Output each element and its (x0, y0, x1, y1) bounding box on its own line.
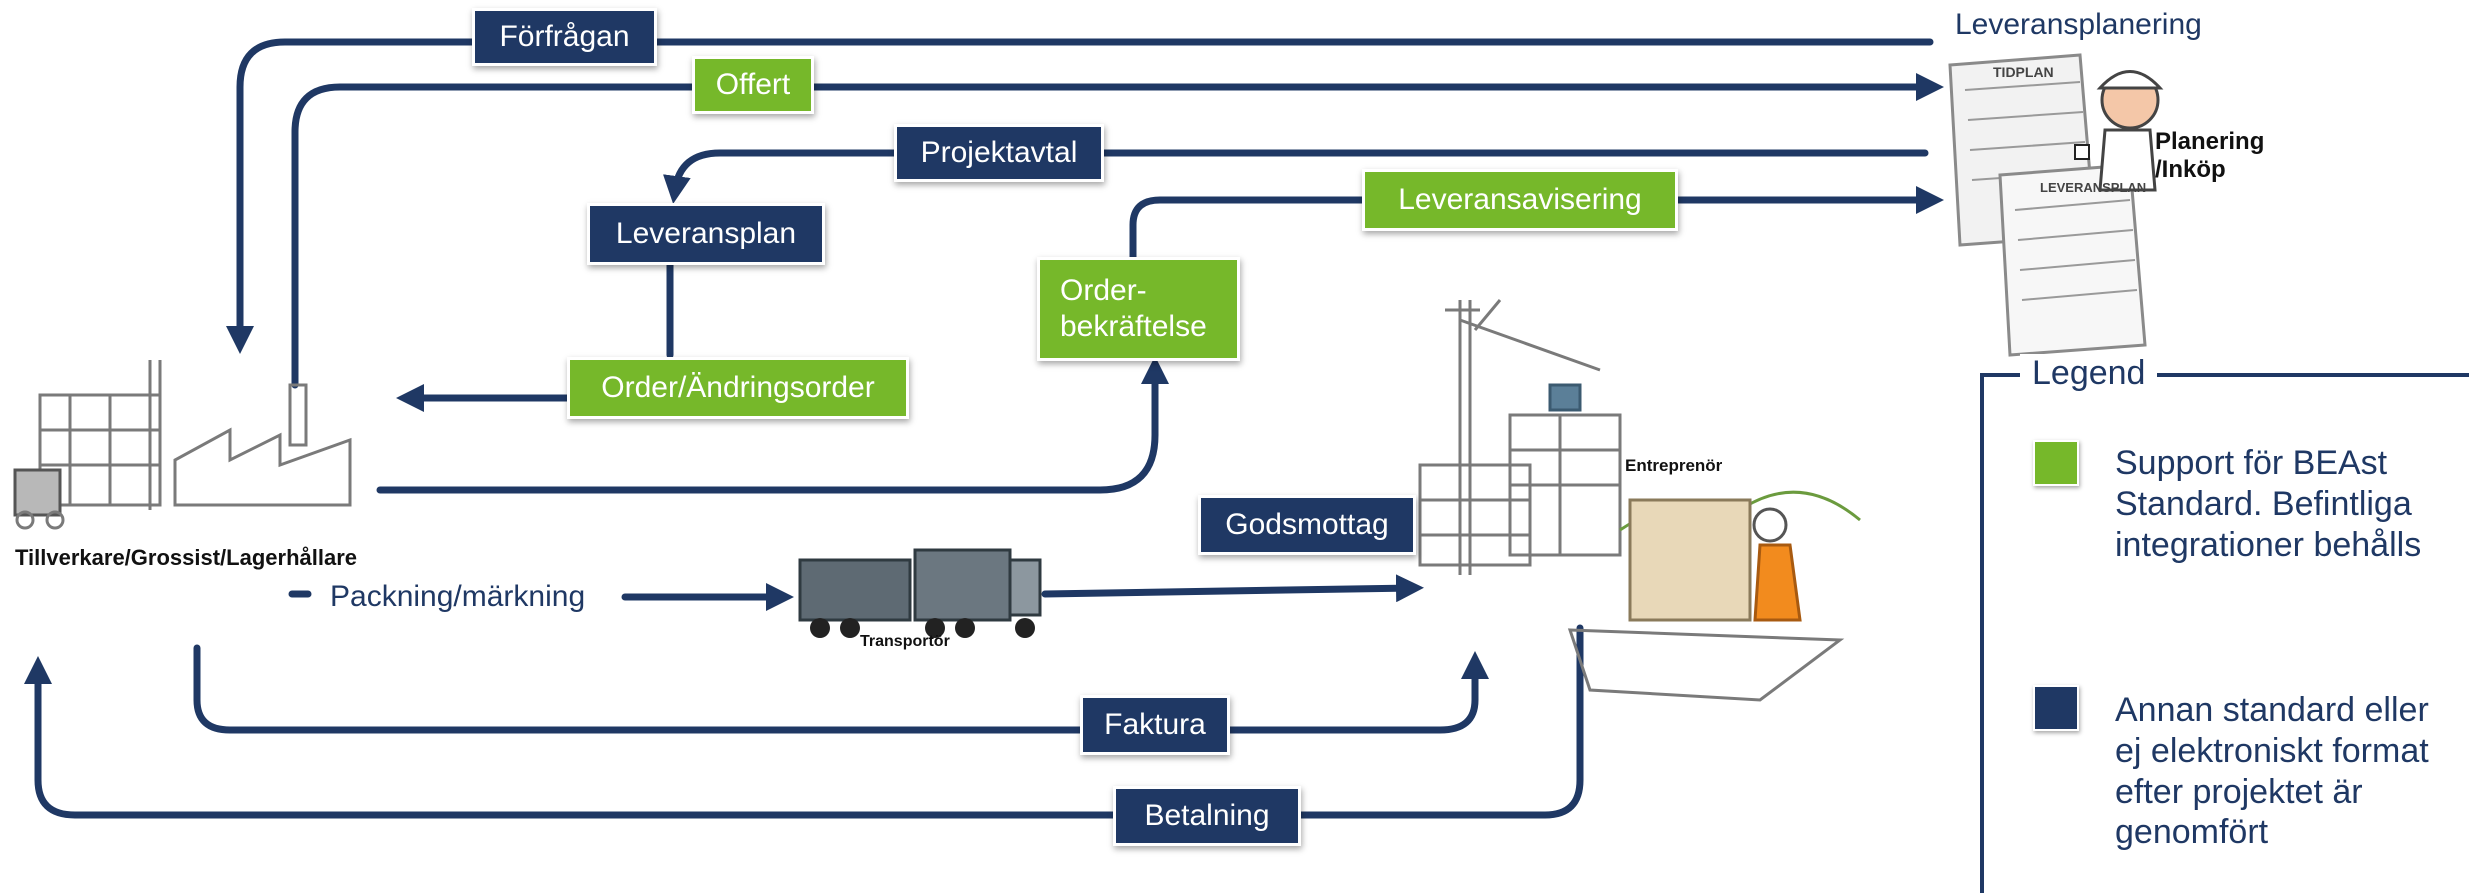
forfragan-label: Förfrågan (472, 8, 657, 66)
truck-illustration (798, 548, 1042, 638)
forfragan-arrow (226, 38, 1934, 354)
leveransplan-label: Leveransplan (587, 203, 825, 265)
legend-other-line1: Annan standard eller (2115, 691, 2429, 729)
orderbekraftelse-arrow (376, 356, 1169, 494)
offert-arrow (291, 73, 1944, 389)
legend-other-line3: efter projektet är (2115, 772, 2363, 811)
manufacturer-label: Tillverkare/Grossist/Lagerhållare (15, 545, 357, 570)
transportor-label: Transportör (860, 633, 950, 650)
entreprenor-label: Entreprenör (1625, 456, 1723, 475)
transport-arrow (1041, 574, 1424, 603)
godsmottag-label: Godsmottag (1198, 495, 1416, 555)
order-andringsorder-label: Order/Ändringsorder (567, 357, 909, 419)
legend-beast-line1: Support för BEAst (2115, 444, 2388, 482)
legend-beast-text: Support för BEAst Standard. Befintliga i… (2115, 443, 2421, 565)
planering-line2: /Inköp (2155, 155, 2226, 183)
legend-other-line2: ej elektroniskt format (2115, 731, 2429, 770)
projektavtal-text: Projektavtal (920, 136, 1078, 169)
forfragan-text: Förfrågan (499, 20, 630, 53)
legend-other-line4: genomfört (2115, 813, 2269, 852)
leveransavisering-text: Leveransavisering (1398, 183, 1642, 216)
leveransplanering-title: Leveransplanering (1955, 8, 2202, 41)
legend-beast-line2: Standard. Befintliga (2115, 484, 2412, 523)
legend-beast-swatch (2033, 440, 2079, 486)
packning-text: Packning/märkning (330, 580, 586, 613)
tidplan-doc-label: TIDPLAN (1993, 64, 2054, 80)
offert-text: Offert (715, 68, 791, 101)
godsmottag-text: Godsmottag (1225, 508, 1389, 541)
projektavtal-label: Projektavtal (894, 124, 1104, 182)
flow-diagram (13, 38, 2164, 819)
orderbekraftelse-line1: Order- (1060, 274, 1147, 307)
legend-other-text: Annan standard eller ej elektroniskt for… (2115, 690, 2429, 853)
legend-beast-line3: integrationer behålls (2115, 525, 2422, 564)
planering-label: Planering /Inköp (2155, 128, 2264, 183)
faktura-arrow (193, 644, 1489, 734)
offert-label: Offert (692, 56, 814, 114)
leveransavisering-arrow (1129, 186, 1944, 266)
projektavtal-arrow (663, 149, 1929, 204)
betalning-text: Betalning (1144, 799, 1270, 832)
leveransplan-text: Leveransplan (615, 217, 797, 250)
betalning-arrow (24, 624, 1584, 819)
construction-site-illustration (1418, 299, 1861, 702)
manufacturer-illustration (13, 360, 352, 530)
order-andringsorder-text: Order/Ändringsorder (601, 371, 875, 404)
faktura-label: Faktura (1080, 695, 1230, 755)
legend-box (1980, 373, 2469, 893)
planering-line1: Planering (2155, 128, 2265, 155)
planning-illustration (1948, 53, 2164, 357)
leveransavisering-label: Leveransavisering (1362, 169, 1678, 231)
legend-other-swatch (2033, 685, 2079, 731)
faktura-text: Faktura (1104, 708, 1206, 741)
orderbekraftelse-line2: bekräftelse (1060, 310, 1207, 343)
orderbekraftelse-label: Order- bekräftelse (1037, 257, 1240, 361)
betalning-label: Betalning (1113, 786, 1301, 846)
legend-title: Legend (2020, 354, 2158, 393)
leveransplan-doc-label: LEVERANSPLAN (2040, 180, 2147, 195)
